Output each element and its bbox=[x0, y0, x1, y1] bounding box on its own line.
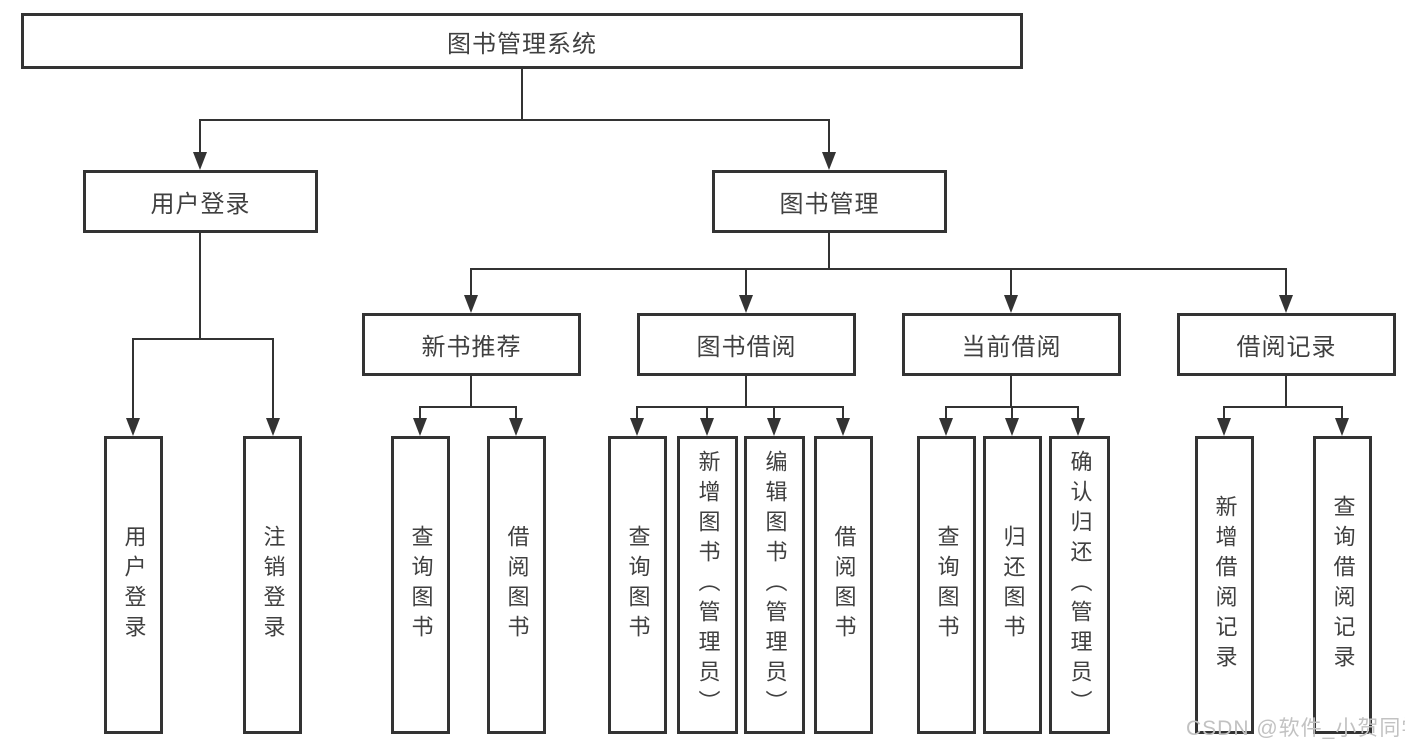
node-label: 图书管理系统 bbox=[447, 30, 597, 58]
leaf-newrec-borrow-books: 借阅图书 bbox=[487, 436, 546, 734]
arrow-down-icon bbox=[939, 418, 953, 436]
edge-line bbox=[1010, 376, 1012, 406]
edge-line bbox=[132, 338, 134, 420]
arrow-down-icon bbox=[1005, 418, 1019, 436]
arrow-down-icon bbox=[413, 418, 427, 436]
arrow-down-icon bbox=[822, 152, 836, 170]
edge-line bbox=[636, 406, 844, 408]
watermark: CSDN @软件_小贺同学 bbox=[1186, 717, 1405, 740]
node-borrowing-records: 借阅记录 bbox=[1177, 313, 1396, 376]
edge-line bbox=[745, 376, 747, 406]
edge-line bbox=[828, 119, 830, 154]
node-current-borrowing: 当前借阅 bbox=[902, 313, 1121, 376]
arrow-down-icon bbox=[1004, 295, 1018, 313]
edge-line bbox=[199, 119, 830, 121]
leaf-newrec-query-books: 查询图书 bbox=[391, 436, 450, 734]
edge-line bbox=[636, 406, 638, 420]
edge-line bbox=[272, 338, 274, 420]
edge-line bbox=[773, 406, 775, 420]
node-label: 借阅图书 bbox=[504, 525, 530, 645]
leaf-borrowing-borrow-books: 借阅图书 bbox=[814, 436, 873, 734]
edge-line bbox=[1077, 406, 1079, 420]
edge-line bbox=[470, 376, 472, 406]
node-label: 注销登录 bbox=[260, 525, 286, 645]
edge-line bbox=[199, 233, 201, 338]
node-label: 查询图书 bbox=[625, 525, 651, 645]
leaf-current-return-books: 归还图书 bbox=[983, 436, 1042, 734]
node-label: 新书推荐 bbox=[421, 334, 522, 361]
node-label: 借阅图书 bbox=[831, 525, 857, 645]
arrow-down-icon bbox=[126, 418, 140, 436]
node-library-management-system: 图书管理系统 bbox=[21, 13, 1023, 69]
leaf-current-query-books: 查询图书 bbox=[917, 436, 976, 734]
leaf-records-add-record: 新增借阅记录 bbox=[1195, 436, 1254, 734]
node-label: 图书借阅 bbox=[696, 334, 797, 361]
edge-line bbox=[521, 69, 523, 119]
edge-line bbox=[1285, 376, 1287, 406]
arrow-down-icon bbox=[266, 418, 280, 436]
node-label: 查询图书 bbox=[408, 525, 434, 645]
arrow-down-icon bbox=[1217, 418, 1231, 436]
edge-line bbox=[1341, 406, 1343, 420]
edge-line bbox=[1223, 406, 1225, 420]
node-label: 查询借阅记录 bbox=[1330, 495, 1356, 675]
node-book-management: 图书管理 bbox=[712, 170, 947, 233]
node-label: 归还图书 bbox=[1000, 525, 1026, 645]
arrow-down-icon bbox=[700, 418, 714, 436]
node-label: 编辑图书（管理员） bbox=[762, 450, 788, 720]
edge-line bbox=[419, 406, 421, 420]
arrow-down-icon bbox=[509, 418, 523, 436]
arrow-down-icon bbox=[836, 418, 850, 436]
node-label: 新增借阅记录 bbox=[1212, 495, 1238, 675]
edge-line bbox=[199, 119, 201, 154]
leaf-borrowing-query-books: 查询图书 bbox=[608, 436, 667, 734]
node-book-borrowing: 图书借阅 bbox=[637, 313, 856, 376]
arrow-down-icon bbox=[193, 152, 207, 170]
edge-line bbox=[1223, 406, 1343, 408]
leaf-user-login: 用户登录 bbox=[104, 436, 163, 734]
leaf-borrowing-edit-books-admin: 编辑图书（管理员） bbox=[744, 436, 805, 734]
node-label: 确认归还（管理员） bbox=[1067, 450, 1093, 720]
edge-line bbox=[132, 338, 274, 340]
node-label: 用户登录 bbox=[121, 525, 147, 645]
edge-line bbox=[419, 406, 517, 408]
arrow-down-icon bbox=[767, 418, 781, 436]
node-label: 当前借阅 bbox=[961, 334, 1062, 361]
arrow-down-icon bbox=[1335, 418, 1349, 436]
node-user-login: 用户登录 bbox=[83, 170, 318, 233]
leaf-logout-login: 注销登录 bbox=[243, 436, 302, 734]
arrow-down-icon bbox=[630, 418, 644, 436]
node-label: 借阅记录 bbox=[1236, 334, 1337, 361]
edge-line bbox=[1285, 268, 1287, 296]
edge-line bbox=[1011, 406, 1013, 420]
edge-line bbox=[515, 406, 517, 420]
arrow-down-icon bbox=[1071, 418, 1085, 436]
edge-line bbox=[828, 232, 830, 268]
node-label: 查询图书 bbox=[934, 525, 960, 645]
leaf-records-query-record: 查询借阅记录 bbox=[1313, 436, 1372, 734]
node-new-book-recommend: 新书推荐 bbox=[362, 313, 581, 376]
node-label: 新增图书（管理员） bbox=[695, 450, 721, 720]
edge-line bbox=[471, 268, 1287, 270]
node-label: 用户登录 bbox=[150, 191, 251, 218]
edge-line bbox=[842, 406, 844, 420]
node-label: 图书管理 bbox=[779, 191, 880, 218]
edge-line bbox=[945, 406, 947, 420]
edge-line bbox=[470, 268, 472, 296]
arrow-down-icon bbox=[739, 295, 753, 313]
leaf-borrowing-add-books-admin: 新增图书（管理员） bbox=[677, 436, 738, 734]
edge-line bbox=[1010, 268, 1012, 296]
edge-line bbox=[745, 268, 747, 296]
leaf-current-confirm-return-admin: 确认归还（管理员） bbox=[1049, 436, 1110, 734]
edge-line bbox=[706, 406, 708, 420]
arrow-down-icon bbox=[464, 295, 478, 313]
arrow-down-icon bbox=[1279, 295, 1293, 313]
